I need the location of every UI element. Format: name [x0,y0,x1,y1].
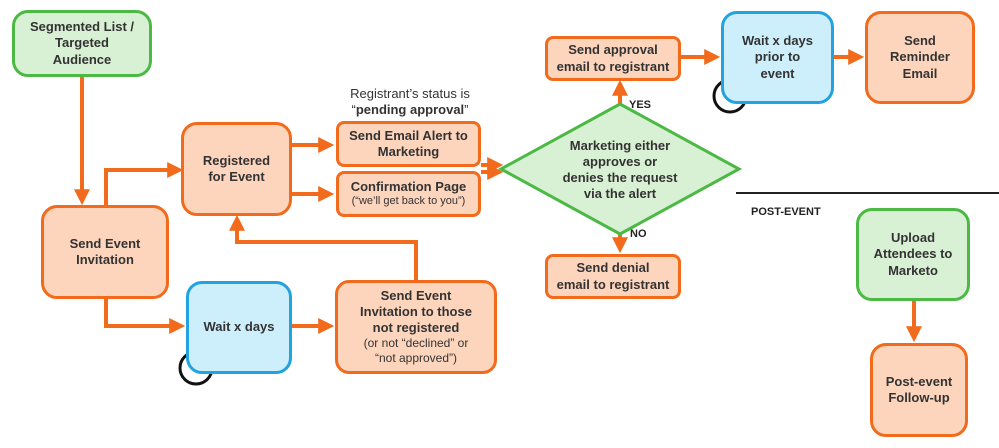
node-line: Send Event [69,235,141,251]
node-line: prior to [754,49,801,65]
node-line: Invitation [76,252,134,267]
node-line: Wait x days [203,319,275,335]
node-line: Wait x days [741,33,814,49]
node-line: not registered [372,320,460,336]
status-note: Registrant’s status is “pending approval… [330,86,490,119]
status-note-status: pending approval [355,102,465,118]
node-line: Send denial [576,260,650,276]
node-line: Invitation to those [360,303,472,319]
node-line: event [760,65,795,81]
node-line: Send Email Alert to [349,127,468,143]
node-line: Marketing [377,144,440,159]
decision-node: Marketing either approves or denies the … [551,134,689,206]
node-subline: “not approved”) [374,351,458,366]
node-line: email to registrant [556,58,670,74]
confirmation-page-node: Confirmation Page (“we’ll get back to yo… [336,171,481,217]
node-line: Audience [52,51,112,67]
node-line: Attendees to [873,246,953,262]
edge-label-no: NO [630,228,647,240]
status-note-line2: “pending approval” [330,102,490,118]
node-line: Email [902,65,938,81]
send-email-alert-node: Send Email Alert to Marketing [336,121,481,167]
node-line: approves or [582,153,658,169]
node-line: Marketo [888,262,938,278]
node-line: Post-event [885,373,953,389]
node-line: Reminder [890,49,950,65]
node-subline: (“we’ll get back to you”) [351,195,466,208]
node-line: Follow-up [888,390,950,405]
send-denial-email-node: Send denial email to registrant [545,254,681,299]
upload-attendees-node: Upload Attendees to Marketo [856,208,970,301]
node-line: Segmented List / [29,19,135,35]
status-note-quote-open: “ [351,102,356,118]
status-note-quote-close: ” [464,102,469,118]
node-line: for Event [208,169,265,184]
node-line: Send approval [568,42,658,58]
node-line: via the alert [583,186,657,202]
node-line: denies the request [562,170,678,185]
send-reminder-email-node: Send Reminder Email [865,11,975,104]
node-line: Marketing either [569,137,671,153]
post-event-follow-up-node: Post-event Follow-up [870,343,968,437]
decision-diamond-shape [497,102,743,236]
send-approval-email-node: Send approval email to registrant [545,36,681,81]
node-line: Send Event [380,287,452,303]
send-invitation-not-registered-node: Send Event Invitation to those not regis… [335,280,497,374]
registered-for-event-node: Registered for Event [181,122,292,216]
segmented-list-node: Segmented List / Targeted Audience [12,10,152,77]
post-event-label: POST-EVENT [751,206,821,218]
edge-label-yes: YES [629,99,652,111]
node-line: Upload [890,230,936,246]
node-line: Confirmation Page [350,179,467,194]
send-event-invitation-node: Send Event Invitation [41,205,169,299]
wait-prior-to-event-node: Wait x days prior to event [721,11,834,104]
status-note-line1: Registrant’s status is [350,86,470,101]
arrow-invitation-to-wait [104,298,186,334]
wait-x-days-node: Wait x days [186,281,292,374]
node-line: Registered [202,152,271,168]
node-subline: (or not “declined” or [363,336,469,351]
arrow-invitation-to-registered [104,162,184,208]
node-line: Targeted [55,35,109,51]
node-line: email to registrant [556,276,670,292]
node-line: Send [904,33,936,49]
arrow-invite-not-registered-to-registered [229,214,418,282]
